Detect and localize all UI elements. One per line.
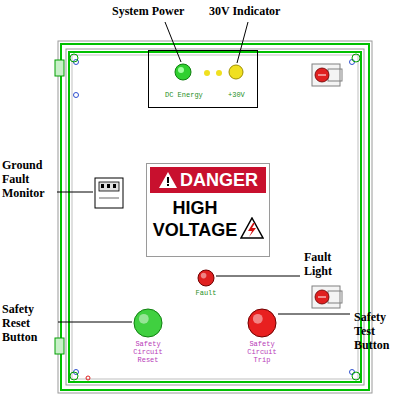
lamp-circle [126,307,170,339]
ground-fault-monitor [95,178,123,208]
lamp-circle [240,307,284,339]
red-dot [86,376,90,380]
danger-sign: DANGER HIGH VOLTAGE [146,163,270,257]
left-hinges [55,60,64,354]
callout-label: Safety Test Button [354,310,398,352]
lamp-circle [186,268,226,288]
button-caption: Fault [186,289,226,297]
danger-heading: DANGER [180,169,258,191]
danger-body: HIGH VOLTAGE [150,193,266,243]
corner-screws [74,60,355,375]
indicator-lights [175,64,243,80]
indicator-caption: DC Energy [165,91,203,99]
callout-label: System Power [112,4,208,18]
trip-button: Safety Circuit Trip [240,307,284,364]
right-latch-bottom [312,286,342,308]
corner-marks [70,54,360,380]
callout-label: Safety Reset Button [2,302,56,344]
indicator-box: DC Energy +30V [148,50,258,108]
callout-label: Ground Fault Monitor [2,158,56,200]
button-caption: Safety Circuit Trip [240,340,284,364]
button-caption: Safety Circuit Reset [126,340,170,364]
danger-message: HIGH VOLTAGE [152,197,238,241]
indicator-caption: +30V [228,91,245,99]
right-latch-top [312,64,342,86]
leader-lines [57,22,350,322]
reset-button: Safety Circuit Reset [126,307,170,364]
high-voltage-symbol [240,217,264,239]
callout-label: Fault Light [304,250,346,278]
enclosure-frame [58,41,372,393]
warning-triangle [158,171,178,189]
fault-light: Fault [186,268,226,297]
danger-header: DANGER [150,167,266,193]
callout-label: 30V Indicator [209,4,299,18]
